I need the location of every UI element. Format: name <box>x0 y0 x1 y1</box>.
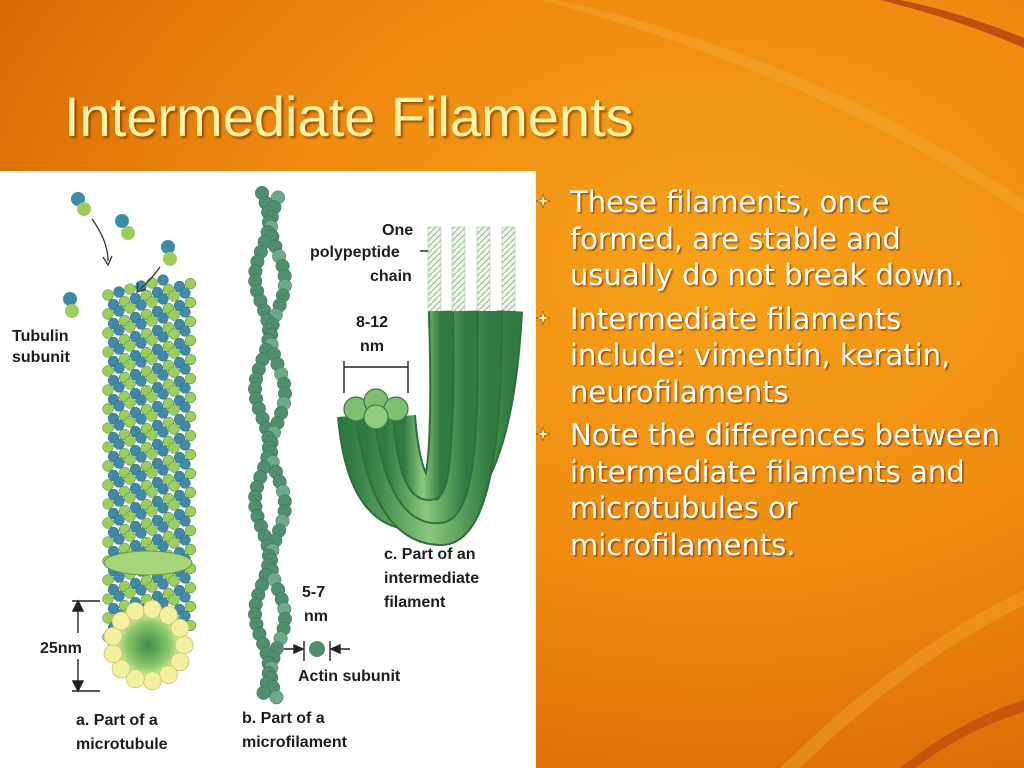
microfilament-illustration <box>248 185 292 705</box>
caption-microfilament-1: b. Part of a <box>242 710 325 727</box>
bullet-text: Note the differences between intermediat… <box>570 418 1000 562</box>
tubulin-label-1: Tubulin <box>12 328 69 345</box>
four-point-star-icon <box>536 427 550 441</box>
polypeptide-label-2: polypeptide <box>310 244 400 261</box>
caption-intermediate-2: intermediate <box>384 570 479 587</box>
microtubule-illustration <box>102 274 197 653</box>
bullet-item: Intermediate filaments include: vimentin… <box>534 301 1004 411</box>
bullet-item: Note the differences between intermediat… <box>534 417 1004 563</box>
filament-size-label-2: nm <box>360 338 384 355</box>
diameter-marker <box>71 599 100 693</box>
filament-size-label-1: 8-12 <box>356 314 388 331</box>
cytoskeleton-figure: Tubulin subunit 25nm a. Part of a microt… <box>0 171 536 768</box>
intermediate-filament-illustration <box>337 226 523 546</box>
caption-intermediate-3: filament <box>384 594 446 611</box>
caption-intermediate-1: c. Part of an <box>384 546 476 563</box>
bullet-text: These filaments, once formed, are stable… <box>570 185 964 292</box>
bullet-list: These filaments, once formed, are stable… <box>534 184 1004 570</box>
polypeptide-label-1: One <box>382 222 413 239</box>
bullet-text: Intermediate filaments include: vimentin… <box>570 301 951 409</box>
tubulin-label-2: subunit <box>12 349 70 366</box>
caption-microtubule-2: microtubule <box>76 736 168 753</box>
four-point-star-icon <box>536 194 550 208</box>
actin-size-label-2: nm <box>304 608 328 625</box>
caption-microfilament-2: microfilament <box>242 734 348 751</box>
free-tubulin-subunits <box>63 192 177 318</box>
figure-illustration: Tubulin subunit 25nm a. Part of a microt… <box>12 185 523 753</box>
diameter-label: 25nm <box>40 640 82 657</box>
caption-microtubule-1: a. Part of a <box>76 712 158 729</box>
polypeptide-label-3: chain <box>370 268 412 285</box>
microtubule-cross-section <box>103 599 194 691</box>
slide-title: Intermediate Filaments <box>64 85 634 148</box>
four-point-star-icon <box>536 310 550 325</box>
actin-size-marker <box>284 641 350 661</box>
actin-size-label-1: 5-7 <box>302 584 325 601</box>
actin-subunit-label: Actin subunit <box>298 668 401 685</box>
filament-size-marker <box>343 250 428 393</box>
bullet-item: These filaments, once formed, are stable… <box>534 184 1004 294</box>
